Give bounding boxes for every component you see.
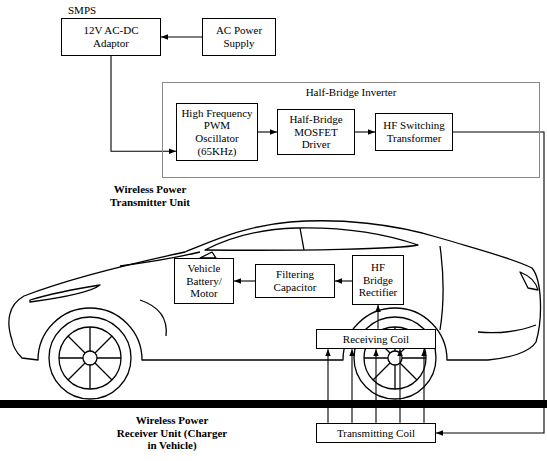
box-label: Vehicle Battery/ Motor: [179, 262, 229, 300]
process-box: Filtering Capacitor: [255, 264, 335, 297]
rear-diffuser: [478, 325, 536, 333]
box-label: HF Switching Transformer: [380, 119, 448, 144]
box-label: Receiving Coil: [343, 333, 409, 346]
process-box: Transmitting Coil: [316, 423, 436, 444]
box-label: High Frequency PWM Oscillator (65KHz): [181, 107, 253, 158]
unit-label: Wireless Power Receiver Unit (Charger in…: [116, 414, 228, 452]
arrow-connector: [351, 349, 352, 422]
arrow-connector: [377, 305, 378, 329]
ground-bar: [0, 400, 547, 408]
process-box: Receiving Coil: [316, 329, 436, 350]
window-pillar: [300, 228, 304, 250]
process-box: HF Switching Transformer: [375, 113, 453, 151]
group-title: Half-Bridge Inverter: [163, 83, 539, 99]
arrow-connector: [399, 349, 400, 422]
arrow-connector: [423, 349, 424, 422]
arrow-connector: [355, 131, 375, 132]
box-label: Transmitting Coil: [337, 427, 415, 440]
door-line: [440, 246, 443, 330]
unit-label: Wireless Power Transmitter Unit: [102, 183, 198, 208]
process-box: High Frequency PWM Oscillator (65KHz): [176, 103, 258, 162]
heading-label: SMPS: [68, 4, 96, 17]
process-box: Vehicle Battery/ Motor: [174, 258, 234, 304]
arrow-connector: [335, 280, 352, 281]
arrow-connector: [161, 36, 202, 37]
process-box: Half-Bridge MOSFET Driver: [277, 109, 355, 155]
tail-light: [520, 272, 538, 290]
headlight: [30, 285, 100, 302]
box-label: 12V AC-DC Adaptor: [66, 24, 156, 49]
box-label: Filtering Capacitor: [260, 268, 330, 293]
car-window: [205, 228, 418, 250]
arrow-connector: [258, 131, 277, 132]
arrow-connector: [327, 349, 328, 422]
arrow-connector: [111, 56, 176, 151]
side-intake: [140, 300, 166, 336]
arrow-connector: [234, 280, 255, 281]
process-box: AC Power Supply: [202, 18, 276, 56]
box-label: AC Power Supply: [207, 24, 271, 49]
front-wheel: [49, 317, 131, 399]
box-label: HF Bridge Rectifier: [357, 261, 399, 299]
process-box: HF Bridge Rectifier: [352, 255, 404, 305]
box-label: Half-Bridge MOSFET Driver: [282, 113, 350, 151]
group-box: Half-Bridge InverterHigh Frequency PWM O…: [162, 82, 540, 178]
arrow-connector: [375, 349, 376, 422]
process-box: SMPS12V AC-DC Adaptor: [61, 18, 161, 56]
